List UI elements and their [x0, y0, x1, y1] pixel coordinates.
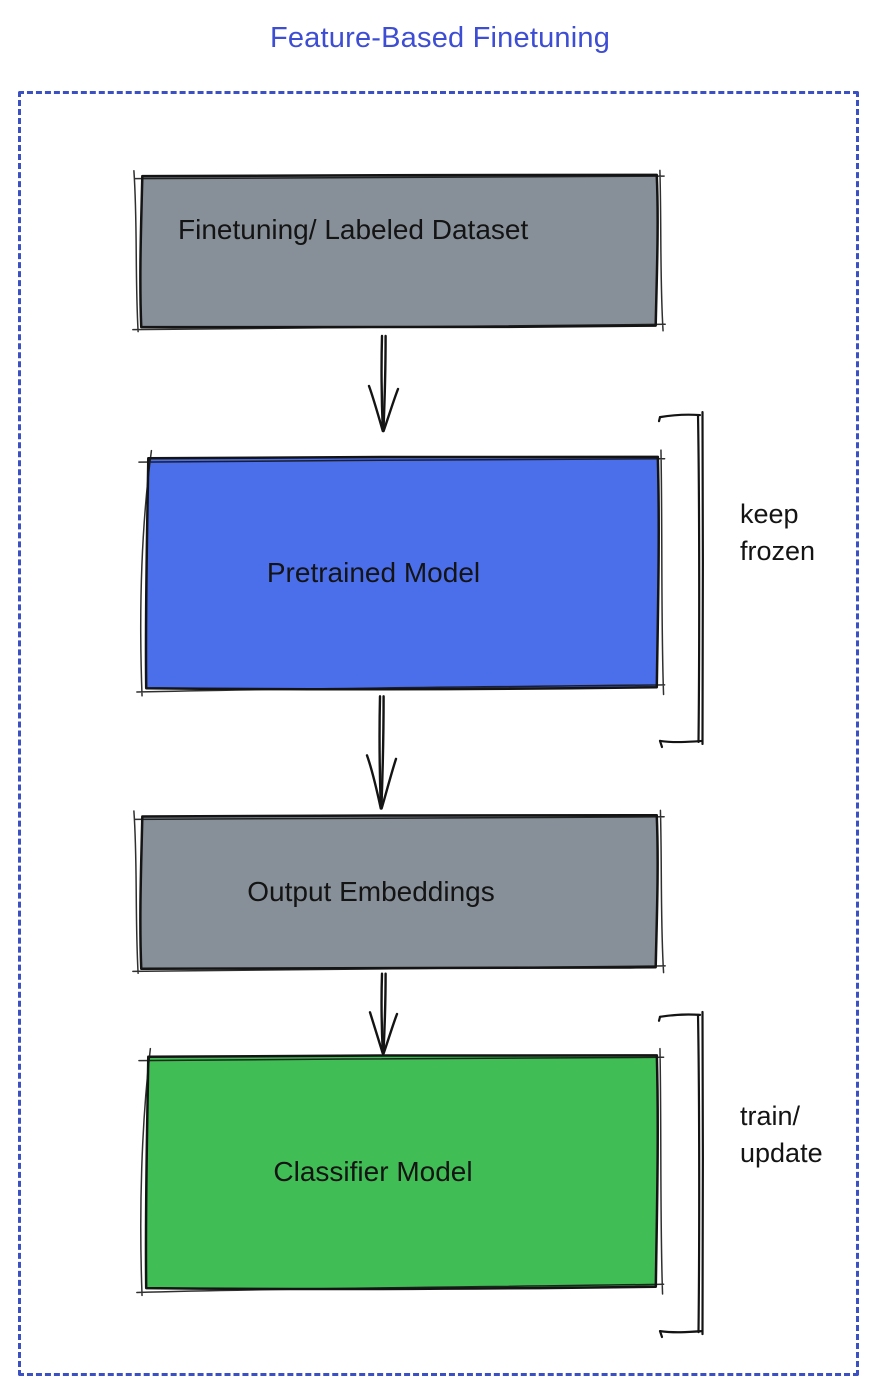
node-finetuning-dataset: Finetuning/ Labeled Dataset: [136, 172, 662, 330]
node-output-embeddings: Output Embeddings: [136, 812, 662, 972]
bracket-train-update-icon: [656, 1008, 706, 1338]
node-label: Finetuning/ Labeled Dataset: [178, 214, 529, 245]
node-label: Pretrained Model: [266, 557, 481, 588]
arrow-pretrained-to-embeddings-icon: [360, 694, 404, 812]
diagram-title: Feature-Based Finetuning: [269, 22, 611, 54]
node-label: Output Embeddings: [247, 876, 495, 907]
label-line: frozen: [740, 536, 816, 566]
dotted-frame: [18, 91, 859, 1376]
label-line: keep: [740, 499, 799, 529]
sketch-rect: [136, 812, 662, 972]
label-keep-frozen: keep frozen: [740, 496, 815, 570]
label-train-update: train/ update: [740, 1098, 823, 1172]
sketch-rect: [141, 453, 662, 693]
node-pretrained-model: Pretrained Model: [141, 453, 662, 693]
sketch-rect: [136, 172, 662, 330]
arrow-embeddings-to-classifier-icon: [362, 972, 406, 1056]
arrow-dataset-to-pretrained-icon: [362, 334, 406, 434]
bracket-keep-frozen-icon: [656, 408, 706, 748]
label-line: train/: [740, 1101, 801, 1131]
sketch-rect: [141, 1051, 661, 1293]
node-label: Classifier Model: [273, 1156, 473, 1187]
label-line: update: [740, 1138, 823, 1168]
node-classifier-model: Classifier Model: [141, 1051, 661, 1293]
